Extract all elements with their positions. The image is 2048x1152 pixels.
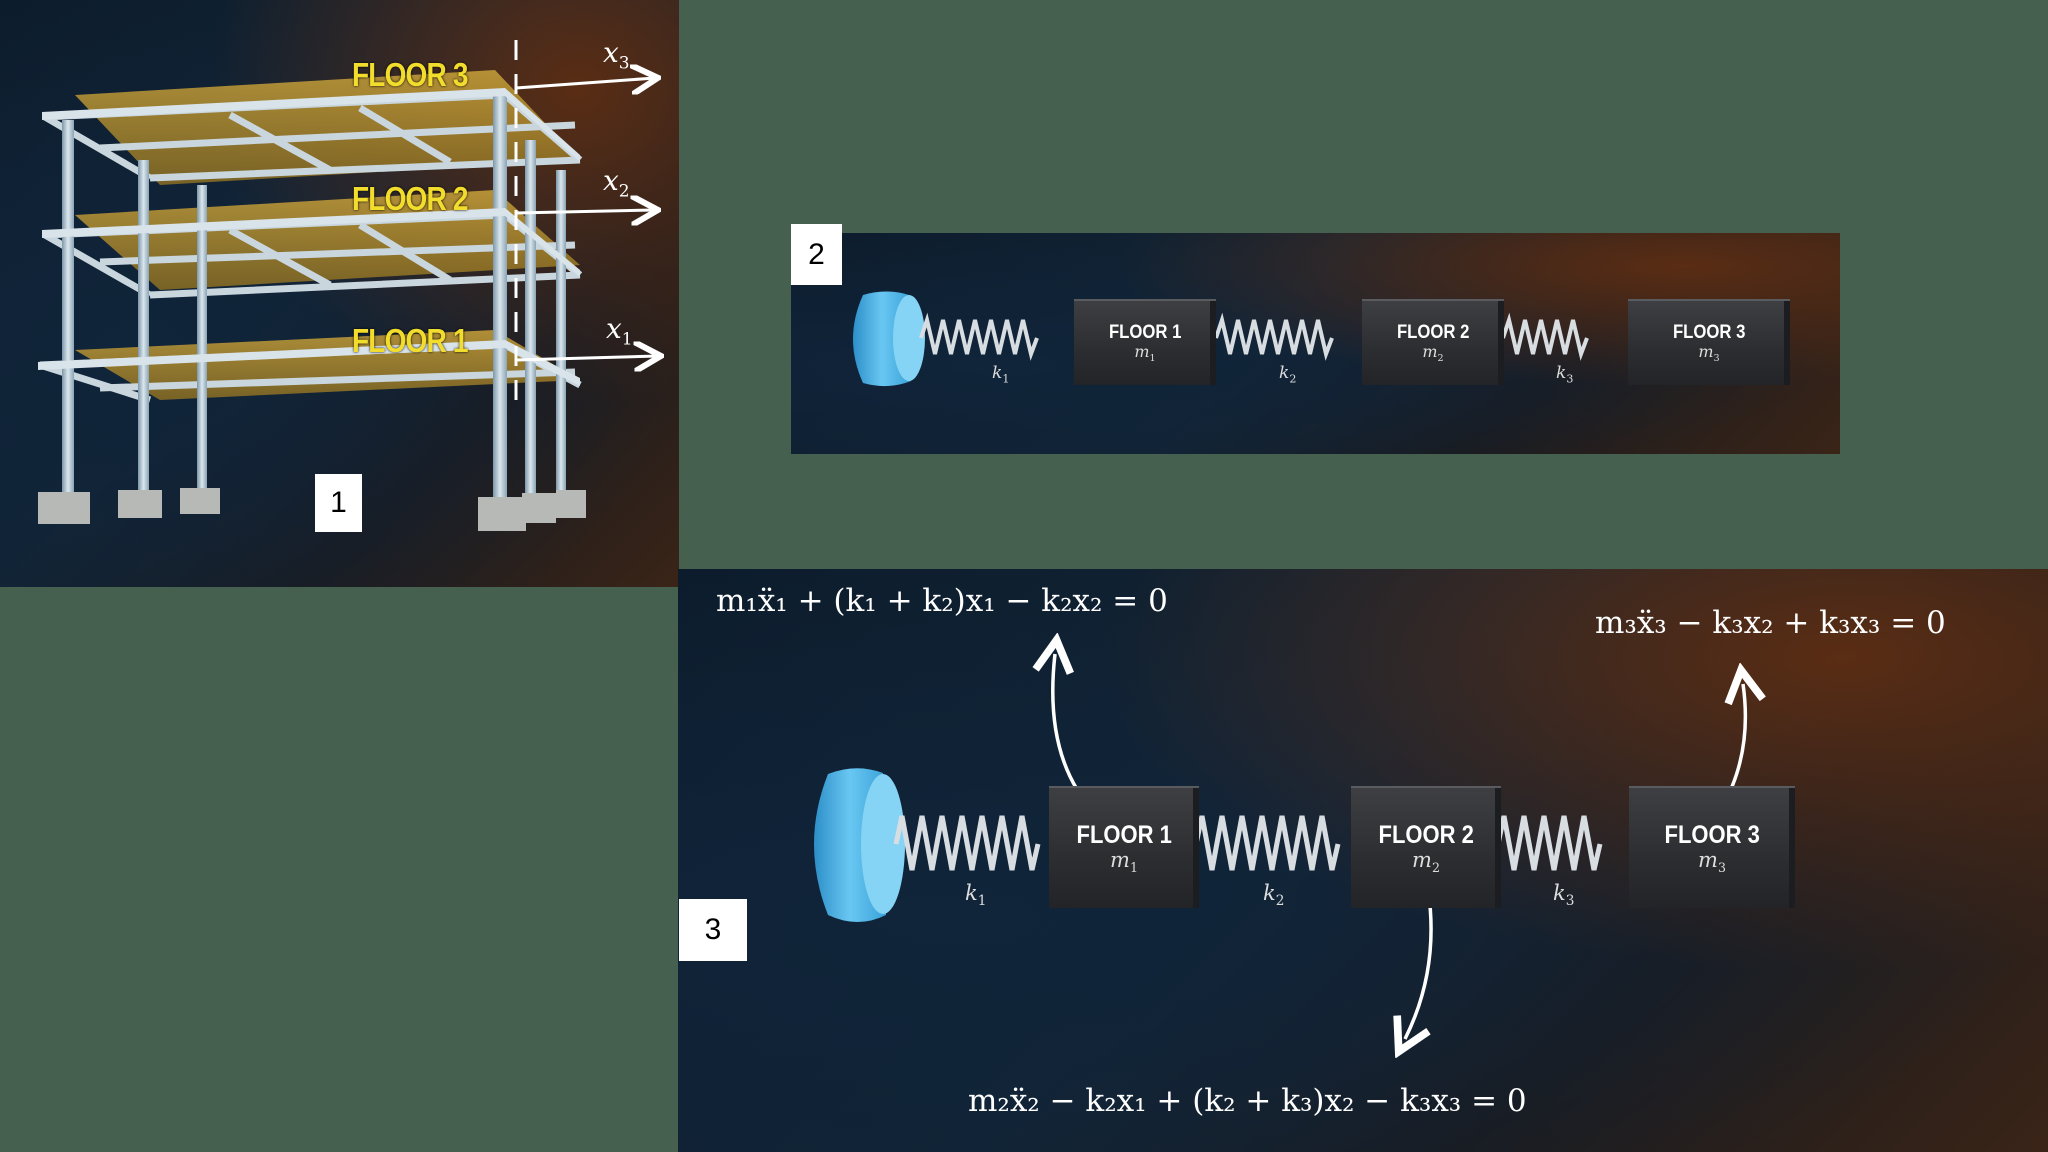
mass-block-floor-2: FLOOR 2 m2 [1351,786,1501,908]
x1-arrow [515,356,658,360]
equations-of-motion-panel: FLOOR 1 m1 FLOOR 2 m2 FLOOR 3 m3 k1 k2 k… [678,569,2048,1152]
displacement-label-x2: x2 [603,164,630,202]
arrow-to-equation-2 [1405,888,1433,1039]
spring-label-k3: k3 [1556,363,1574,386]
mass-block-floor-1: FLOOR 1 m1 [1074,299,1216,385]
spring-k3 [1495,815,1603,871]
base-cylinder [853,291,925,387]
building-frame-panel: FLOOR 3 FLOOR 2 FLOOR 1 x3 x2 x1 1 [0,0,679,587]
footings [38,488,586,531]
base-cylinder [814,768,905,922]
mass-block-floor-2: FLOOR 2 m2 [1362,299,1504,385]
mass-block-floor-3: FLOOR 3 m3 [1628,299,1790,385]
spring-label-k1: k1 [965,881,987,910]
displacement-label-x3: x3 [603,36,630,74]
frame-columns [62,95,566,505]
floor-label-3: FLOOR 3 [352,56,468,93]
displacement-label-x1: x1 [606,312,633,350]
slab-edges [38,88,580,386]
spring-label-k2: k2 [1263,881,1285,910]
mass-block-floor-3: FLOOR 3 m3 [1629,786,1795,908]
floor-label-2: FLOOR 2 [352,180,468,217]
springs [893,815,1603,871]
mass-block-floor-1: FLOOR 1 m1 [1049,786,1199,908]
panel-number-1: 1 [315,474,362,532]
spring-label-k2: k2 [1279,363,1297,386]
building-frame-illustration [38,40,679,531]
spring-k2 [1193,815,1341,871]
spring-label-k3: k3 [1553,881,1575,910]
panel-number-3: 3 [679,899,747,961]
spring-k3 [1501,312,1589,361]
spring-k1 [919,312,1039,361]
spring-k1 [893,815,1041,871]
equation-floor-2: m₂ẍ₂ − k₂x₁ + (k₂ + k₃)x₂ − k₃x₃ = 0 [968,1083,1527,1119]
floor-label-1: FLOOR 1 [352,322,468,359]
equations-illustration [814,569,2048,1152]
spring-label-k1: k1 [992,363,1010,386]
spring-k2 [1214,312,1334,361]
x2-arrow [515,210,655,213]
springs [919,312,1589,361]
panel-number-2: 2 [791,224,842,285]
spring-mass-illustration [853,291,1589,387]
equation-floor-1: m₁ẍ₁ + (k₁ + k₂)x₁ − k₂x₂ = 0 [716,583,1168,619]
spring-mass-model-panel: FLOOR 1 m1 FLOOR 2 m2 FLOOR 3 m3 k1 k2 k… [791,233,1840,454]
equation-floor-3: m₃ẍ₃ − k₃x₂ + k₃x₃ = 0 [1595,605,1946,641]
x3-arrow [515,78,655,88]
